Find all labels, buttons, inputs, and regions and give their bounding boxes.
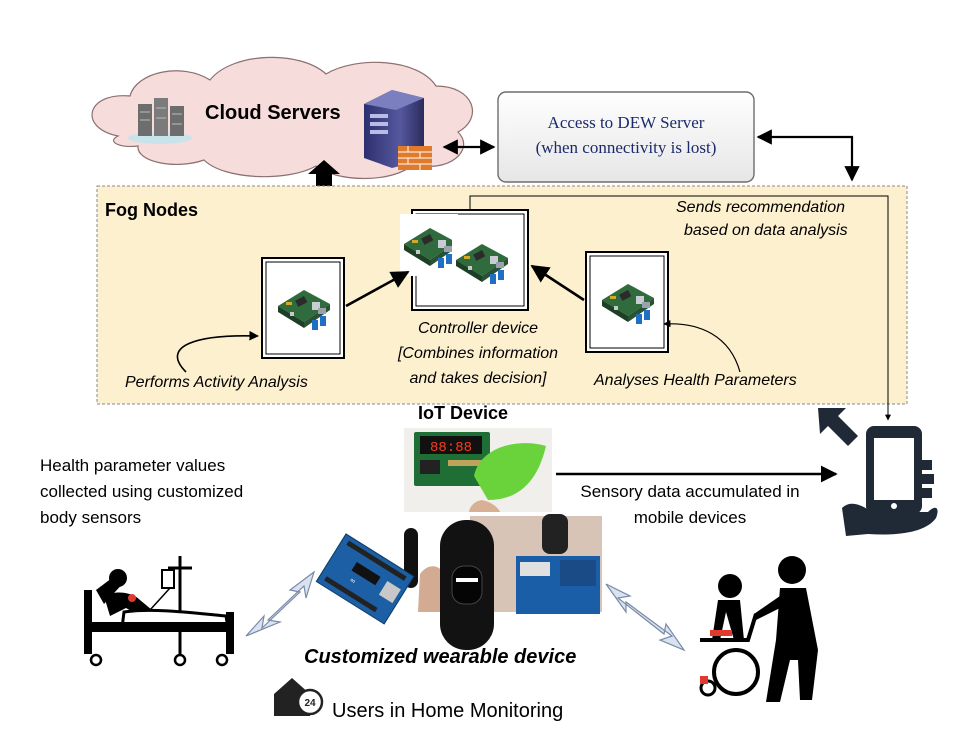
home-monitoring-badge: 24 [304,698,316,709]
home-monitoring-icon: 24 [274,678,324,716]
fog-node-left [261,257,345,359]
fog-title: Fog Nodes [105,200,198,220]
dew-line1: Access to DEW Server [547,113,705,132]
patient-wearable-double-arrow [245,570,316,637]
fog-node-controller [400,209,529,311]
recommendation-line2: based on data analysis [684,222,848,239]
wearable-elderly-double-arrow [605,583,686,652]
dew-fog-link [756,129,860,182]
mobile-line1: Sensory data accumulated in [580,482,800,501]
home-monitoring-label: Users in Home Monitoring [332,700,564,722]
left-activity-curve [176,330,259,373]
health-line1: Health parameter values [40,456,226,475]
cloud-title: Cloud Servers [205,102,341,124]
patient-bed-icon [84,556,234,667]
dew-server-box [497,91,755,183]
wheelchair-caregiver-icon [699,556,818,702]
right-to-controller-arrow [530,264,585,302]
iot-device-photo: 88:88 [404,428,552,526]
arduino-logo-text: ∞ [349,577,357,586]
controller-line2: [Combines information [397,345,559,362]
health-line2: collected using customized [40,482,244,501]
health-analysis-label: Analyses Health Parameters [594,372,797,389]
right-health-curve [663,320,741,373]
mobile-hand-icon [842,426,938,536]
iot-title: IoT Device [418,403,509,423]
recommendation-line1: Sends recommendation [676,199,845,216]
server-tower-icon [364,90,432,170]
wearable-collage [402,512,602,650]
activity-analysis-label: Performs Activity Analysis [125,374,308,391]
left-to-controller-arrow [345,270,410,308]
recommendation-line [469,195,891,421]
uplink-arrow [308,160,340,186]
mobile-line2: mobile devices [633,508,747,527]
controller-line3: and takes decision] [409,370,547,387]
controller-line1: Controller device [417,320,539,337]
dew-line2: (when connectivity is lost) [535,138,717,157]
mobile-uplink-arrow [818,408,858,446]
wearable-title: Customized wearable device [304,646,577,668]
seven-segment-display: 88:88 [430,440,472,456]
fog-node-right [585,251,669,353]
arduino-board-icon: ∞ [315,533,415,625]
server-rack-icon [128,98,192,144]
health-line3: body sensors [40,508,142,527]
